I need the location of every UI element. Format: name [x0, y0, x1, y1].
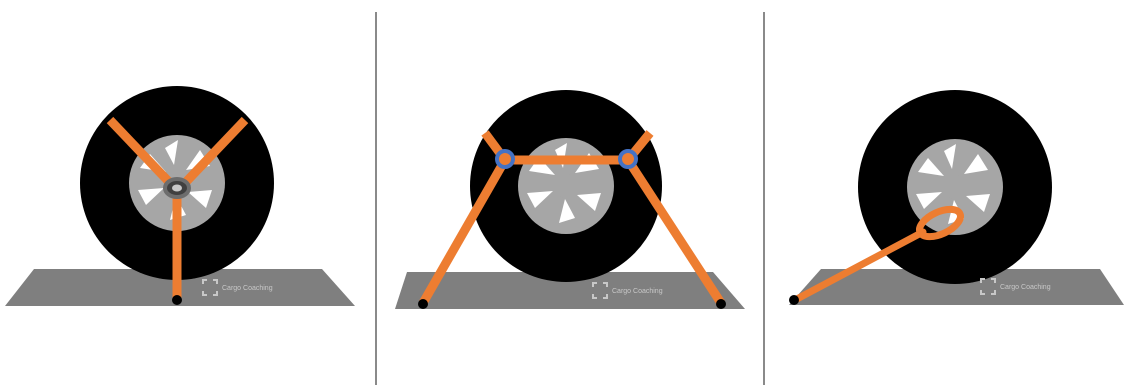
divider-2	[763, 12, 765, 385]
svg-text:Cargo Coaching: Cargo Coaching	[222, 285, 273, 292]
strap-right	[181, 116, 249, 187]
hub	[554, 174, 578, 198]
rim-spoke-gaps	[527, 143, 601, 223]
panel-over-tire-strap: Cargo Coaching	[377, 0, 763, 385]
wheel	[858, 90, 1052, 284]
straps	[106, 116, 249, 299]
strap	[791, 205, 964, 304]
strap-loop	[916, 205, 964, 241]
ring-left	[495, 149, 515, 169]
strap-right-lower	[624, 157, 725, 306]
watermark: Cargo Coaching	[980, 278, 1051, 295]
svg-text:Cargo Coaching: Cargo Coaching	[612, 288, 663, 295]
anchor-point	[172, 295, 182, 305]
ground-platform	[395, 272, 745, 309]
ground-platform	[789, 269, 1124, 305]
strap-left-lower	[419, 157, 509, 306]
panel-single-strap: Cargo Coaching	[765, 0, 1132, 385]
anchor-point	[789, 295, 799, 305]
anchor-left	[418, 299, 428, 309]
strap-left	[106, 116, 174, 187]
watermark: Cargo Coaching	[592, 282, 663, 299]
watermark: Cargo Coaching	[202, 279, 273, 296]
anchor-right	[716, 299, 726, 309]
ring-right	[618, 149, 638, 169]
panel-three-point-strap: Cargo Coaching	[0, 0, 375, 385]
wheel	[470, 90, 662, 282]
svg-text:Cargo Coaching: Cargo Coaching	[1000, 284, 1051, 291]
divider-1	[375, 12, 377, 385]
strap-line	[791, 228, 927, 304]
hub	[943, 175, 967, 199]
